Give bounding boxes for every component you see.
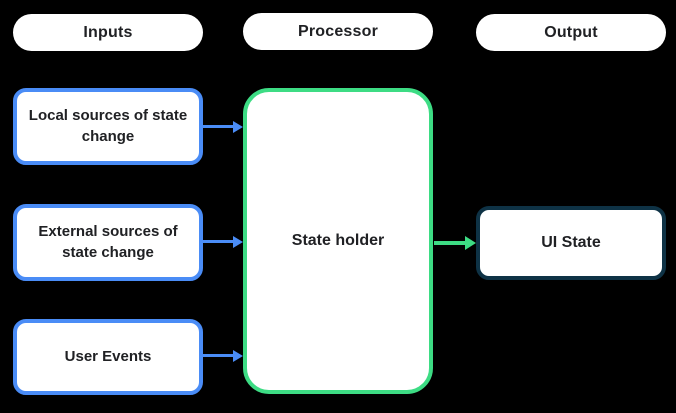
node-external-sources-label: External sources of state change bbox=[38, 223, 178, 261]
node-external-sources-of-state-change: External sources of state change bbox=[13, 204, 203, 281]
column-header-inputs-label: Inputs bbox=[83, 23, 133, 41]
node-state-holder: State holder bbox=[243, 88, 433, 394]
node-local-sources-of-state-change: Local sources of state change bbox=[13, 88, 203, 165]
node-user-events: User Events bbox=[13, 319, 203, 395]
arrow-local-sources-to-state-holder-icon bbox=[203, 120, 243, 133]
column-header-processor-label: Processor bbox=[297, 22, 379, 40]
column-header-output: Output bbox=[476, 14, 666, 51]
node-local-sources-label: Local sources of state change bbox=[28, 107, 188, 145]
column-header-processor: Processor bbox=[243, 13, 433, 50]
column-header-output-label: Output bbox=[544, 23, 598, 41]
arrow-state-holder-to-ui-state-icon bbox=[434, 236, 476, 250]
arrow-user-events-to-state-holder-icon bbox=[203, 349, 243, 362]
node-state-holder-label: State holder bbox=[291, 232, 385, 250]
node-user-events-label: User Events bbox=[64, 347, 152, 365]
column-header-inputs: Inputs bbox=[13, 14, 203, 51]
node-ui-state: UI State bbox=[476, 206, 666, 280]
node-ui-state-label: UI State bbox=[541, 234, 601, 252]
arrow-external-sources-to-state-holder-icon bbox=[203, 235, 243, 248]
